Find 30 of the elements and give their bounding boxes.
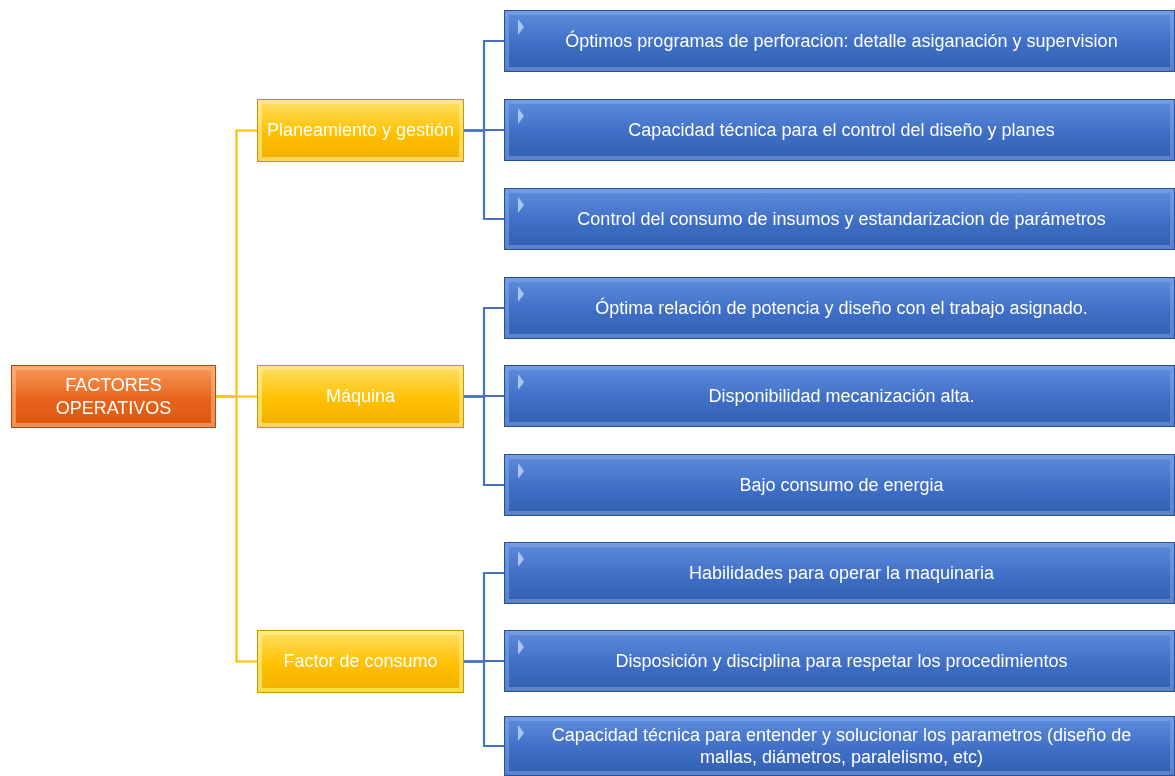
connector-line [216,395,257,663]
factor-box [504,365,1175,427]
factor-box [504,716,1175,776]
root-box [11,365,216,428]
connector-line [464,395,504,487]
category-box [257,99,464,162]
connector-line [464,129,504,221]
node-label: FACTORES OPERATIVOS [54,374,173,419]
factor-box [504,454,1175,516]
factor-box [504,188,1175,250]
factor-box [504,542,1175,604]
factor-box [504,99,1175,161]
node-label: Factor de consumo [283,650,438,673]
factor-box [504,277,1175,339]
node-label: Óptimos programas de perforacion: detalle asiganación y supervision [565,29,1118,53]
node-label: Disposición y disciplina para respetar los procedimientos [615,649,1068,673]
category-box [257,630,464,693]
node-label: Capacidad técnica para el control del diseño y planes [628,118,1055,142]
factor-box [504,630,1175,692]
node-label: Bajo consumo de energia [739,473,944,497]
factor-box [504,10,1175,72]
node-label: Disponibilidad mecanización alta. [708,384,975,408]
category-box [257,365,464,428]
node-label: Óptima relación de potencia y diseño con el trabajo asignado. [595,296,1088,320]
node-label: Planeamiento y gestión [266,119,455,142]
connector-line [464,660,504,748]
node-label: Capacidad técnica para entender y solucionar los parametros (diseño de mallas, diámetros, paralelismo, etc) [550,723,1133,769]
node-label: Habilidades para operar la maquinaria [688,561,995,585]
node-label: Control del consumo de insumos y estandarizacion de parámetros [577,207,1106,231]
node-label: Máquina [325,385,395,408]
